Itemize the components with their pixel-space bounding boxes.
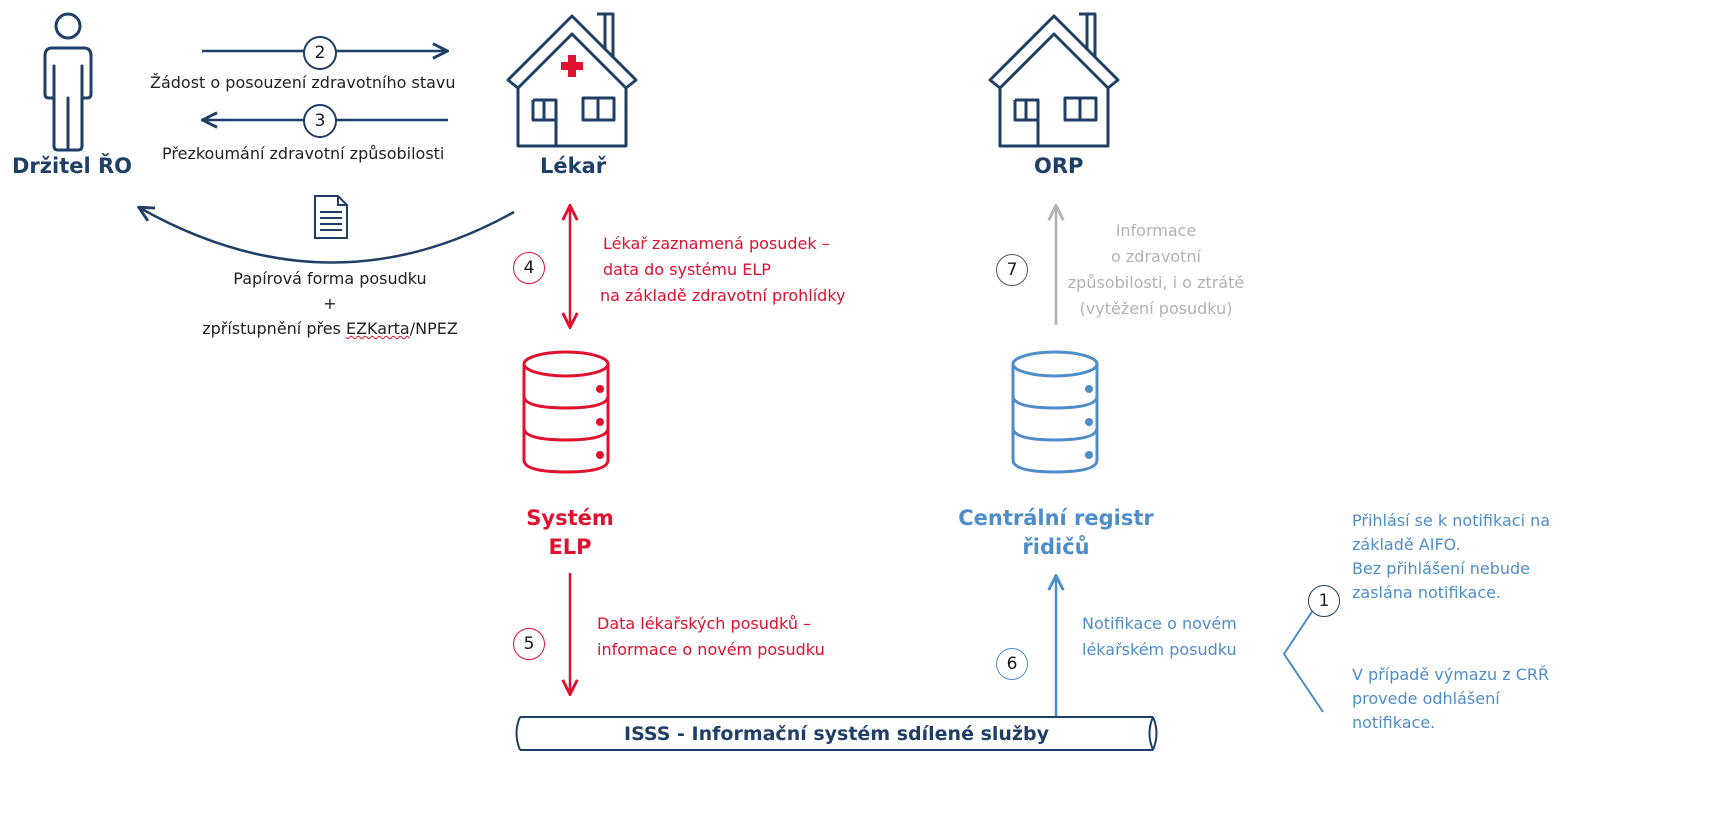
step4-line: na základě zdravotní prohlídky bbox=[600, 286, 846, 305]
step1-line: Bez přihlášení nebude bbox=[1352, 559, 1531, 578]
isss-label: ISSS - Informační systém sdílené služby bbox=[624, 723, 1049, 745]
step-number: 7 bbox=[996, 254, 1028, 286]
step-number: 1 bbox=[1308, 585, 1340, 617]
actor-elp-line: ELP bbox=[548, 535, 592, 559]
step4-line: Lékař zaznamená posudek – bbox=[603, 234, 830, 253]
step1-line: zaslána notifikace. bbox=[1352, 583, 1502, 602]
step-number: 3 bbox=[303, 104, 337, 138]
isss-pipe bbox=[515, 716, 1158, 751]
step4-label: Lékař zaznamená posudek – data do systém… bbox=[600, 231, 846, 309]
paper-report-label: Papírová forma posudku + zpřístupnění př… bbox=[180, 266, 480, 341]
person-icon bbox=[43, 12, 93, 152]
step5-line: informace o novém posudku bbox=[597, 640, 825, 659]
actor-doctor: Lékař bbox=[540, 154, 607, 178]
step6-line: Notifikace o novém bbox=[1082, 614, 1237, 633]
step6-line: lékařském posudku bbox=[1082, 640, 1237, 659]
step6-label: Notifikace o novém lékařském posudku bbox=[1082, 611, 1237, 663]
step1-line: základě AIFO. bbox=[1352, 535, 1461, 554]
review-label: Přezkoumání zdravotní způsobilosti bbox=[162, 144, 445, 163]
actor-crr-line: řidičů bbox=[1022, 535, 1090, 559]
step1-line: provede odhlášení bbox=[1352, 689, 1500, 708]
database-icon bbox=[522, 350, 610, 474]
step7-label: Informace o zdravotní způsobilosti, i o … bbox=[1036, 218, 1276, 322]
house-icon bbox=[988, 12, 1120, 148]
step4-line: data do systému ELP bbox=[603, 260, 771, 279]
step1-line: Přihlásí se k notifikaci na bbox=[1352, 511, 1551, 530]
document-icon bbox=[314, 195, 348, 239]
database-icon bbox=[1011, 350, 1099, 474]
paper-access-line: zpřístupnění přes EZKarta/NPEZ bbox=[180, 316, 480, 341]
step1-label: Přihlásí se k notifikaci na základě AIFO… bbox=[1352, 509, 1550, 605]
paper-access-text: zpřístupnění přes bbox=[202, 319, 346, 338]
medical-cross-icon bbox=[561, 55, 583, 77]
step7-line: (vytěžení posudku) bbox=[1079, 299, 1233, 318]
actor-elp: Systém ELP bbox=[505, 504, 635, 562]
step7-line: způsobilosti, i o ztrátě bbox=[1067, 273, 1245, 292]
step-number: 2 bbox=[303, 36, 337, 70]
bracket-step1 bbox=[1282, 594, 1324, 713]
paper-line: Papírová forma posudku bbox=[233, 269, 427, 288]
step1-line: V případě výmazu z CRŘ bbox=[1352, 665, 1550, 684]
step-number: 6 bbox=[996, 648, 1028, 680]
step1-label-2: V případě výmazu z CRŘ provede odhlášení… bbox=[1352, 663, 1549, 735]
step7-line: Informace bbox=[1115, 221, 1197, 240]
step5-label: Data lékařských posudků – informace o no… bbox=[597, 611, 825, 663]
actor-elp-line: Systém bbox=[526, 506, 614, 530]
request-label: Žádost o posouzení zdravotního stavu bbox=[150, 73, 456, 92]
actor-holder: Držitel ŘO bbox=[12, 154, 133, 178]
step-number: 5 bbox=[513, 628, 545, 660]
paper-plus: + bbox=[323, 294, 337, 313]
npez-text: /NPEZ bbox=[409, 319, 458, 338]
actor-crr: Centrální registr řidičů bbox=[945, 504, 1167, 562]
actor-orp: ORP bbox=[1034, 154, 1084, 178]
actor-crr-line: Centrální registr bbox=[958, 506, 1154, 530]
ezkarta-link: EZKarta bbox=[345, 319, 410, 338]
arrow-paper-report bbox=[140, 208, 515, 264]
step-number: 4 bbox=[513, 252, 545, 284]
step1-line: notifikace. bbox=[1352, 713, 1436, 732]
house-icon bbox=[506, 12, 638, 148]
step7-line: o zdravotní bbox=[1111, 247, 1201, 266]
step5-line: Data lékařských posudků – bbox=[597, 614, 812, 633]
